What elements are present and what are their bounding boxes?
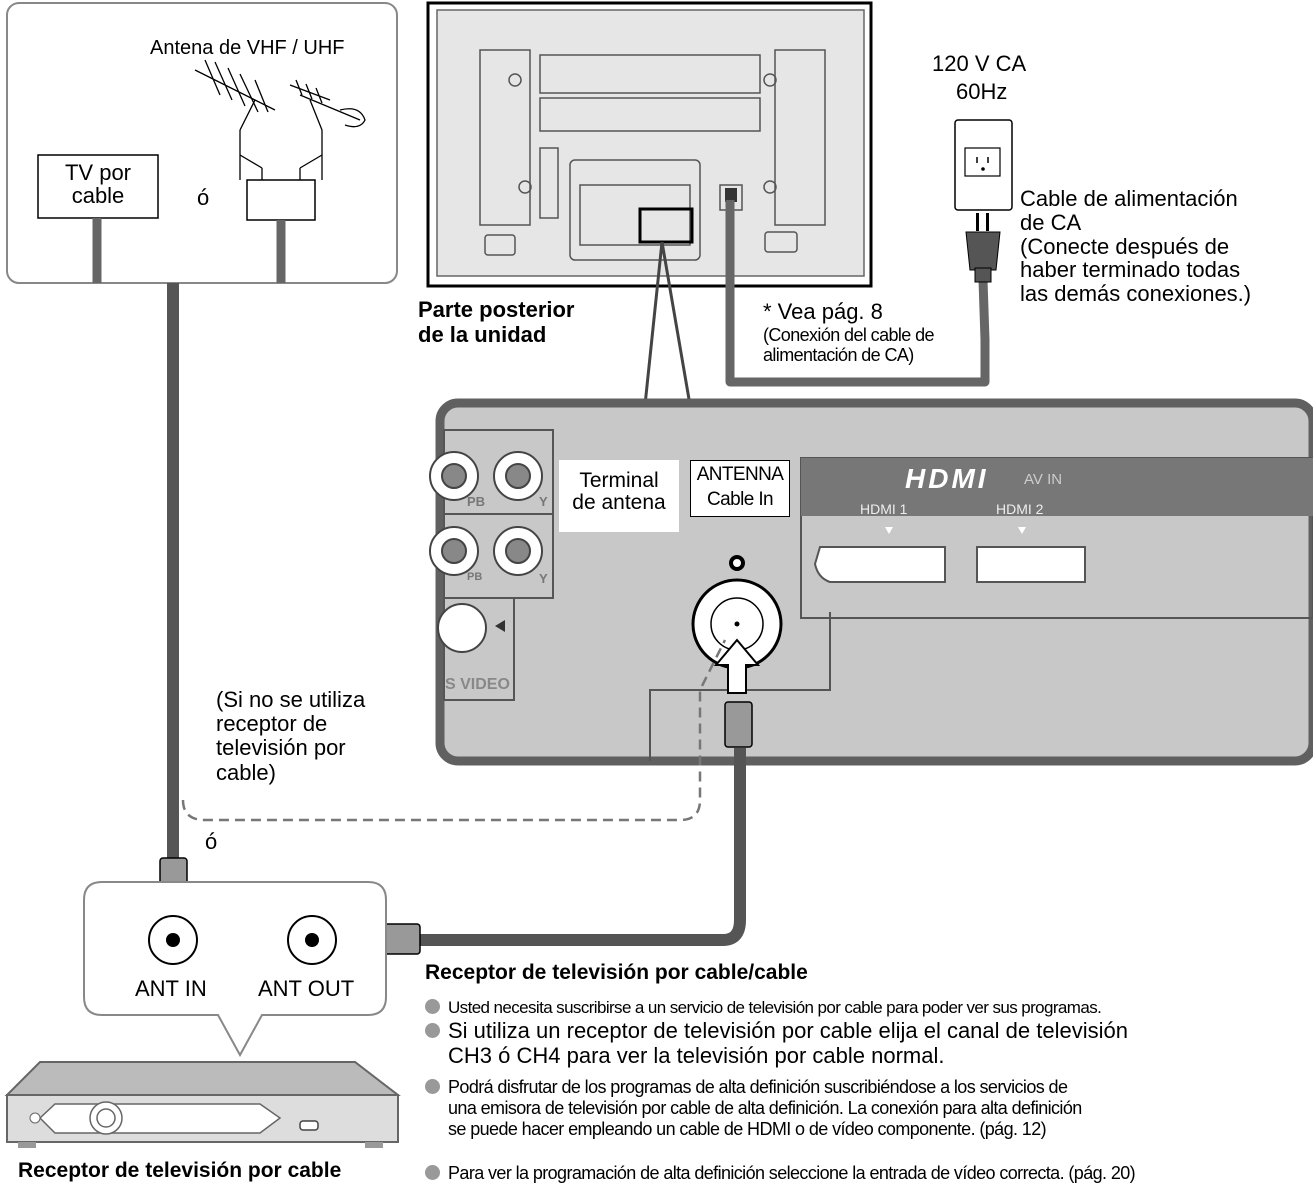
- y-label-2: Y: [539, 571, 548, 586]
- out-coax-cable: [420, 748, 746, 946]
- ant-out-label: ANT OUT: [258, 976, 355, 1001]
- cable-box-device: [4, 1061, 401, 1148]
- hdmi1-port: [813, 546, 946, 583]
- bullet-icon: [425, 1164, 440, 1180]
- info-bullet-1: Usted necesita suscribirse a un servicio…: [425, 998, 1102, 1018]
- insert-arrow: [713, 638, 761, 694]
- s-video-label: S VIDEO: [445, 676, 510, 693]
- see-page-sub: (Conexión del cable de alimentación de C…: [763, 325, 935, 366]
- no-cable-note: (Si no se utiliza receptor de televisión…: [216, 687, 366, 785]
- plug-icon: [965, 213, 1001, 283]
- hdmi2-port: [976, 546, 1086, 583]
- bullet-icon: [425, 1078, 440, 1094]
- pb-label: PB: [467, 494, 486, 509]
- pb-label-2: PB: [467, 571, 483, 583]
- cable-box-caption: Receptor de televisión por cable: [18, 1159, 342, 1182]
- antenna-icon: [194, 59, 366, 180]
- antenna-label: Antena de VHF / UHF: [150, 37, 345, 59]
- bullet-icon: [425, 999, 440, 1015]
- bullet-icon: [425, 1022, 440, 1038]
- y-label: Y: [539, 494, 548, 509]
- tv-cable-box: [37, 154, 159, 219]
- av-in-label: AV IN: [1024, 471, 1063, 488]
- tv-cable-label: TV por cable: [64, 160, 132, 209]
- power-cable: [725, 200, 990, 387]
- info-bullet-4: Para ver la programación de alta definic…: [425, 1163, 1136, 1184]
- cable-box-callout: [83, 881, 387, 1058]
- alt-dashed-path: [181, 639, 727, 822]
- power-cable-note: Cable de alimentación de CA (Conecte des…: [1020, 186, 1252, 306]
- power-frequency: 60Hz: [956, 79, 1008, 104]
- antenna-cable-in-box: ANTENNA Cable In: [690, 460, 790, 517]
- info-bullet-2: Si utiliza un receptor de televisión por…: [425, 1018, 1128, 1069]
- see-page: * Vea pág. 8: [763, 299, 883, 324]
- hdmi2-label: HDMI 2: [996, 501, 1044, 517]
- or-label: ó: [197, 185, 210, 210]
- zoom-lines: [643, 241, 692, 406]
- terminal-label: Terminal de antena: [559, 460, 679, 532]
- power-voltage: 120 V CA: [932, 51, 1027, 76]
- hdmi-logo: HDMI: [905, 463, 989, 494]
- antenna-terminal-highlight: [638, 207, 694, 244]
- ant-in-label: ANT IN: [135, 976, 207, 1001]
- antenna-balun-box: [246, 179, 316, 221]
- or-label-2: ó: [205, 829, 218, 854]
- hdmi1-label: HDMI 1: [860, 501, 908, 517]
- tv-rear-caption: Parte posterior de la unidad: [418, 297, 575, 348]
- info-bullet-3: Podrá disfrutar de los programas de alta…: [425, 1077, 1082, 1141]
- info-title: Receptor de televisión por cable/cable: [425, 961, 808, 984]
